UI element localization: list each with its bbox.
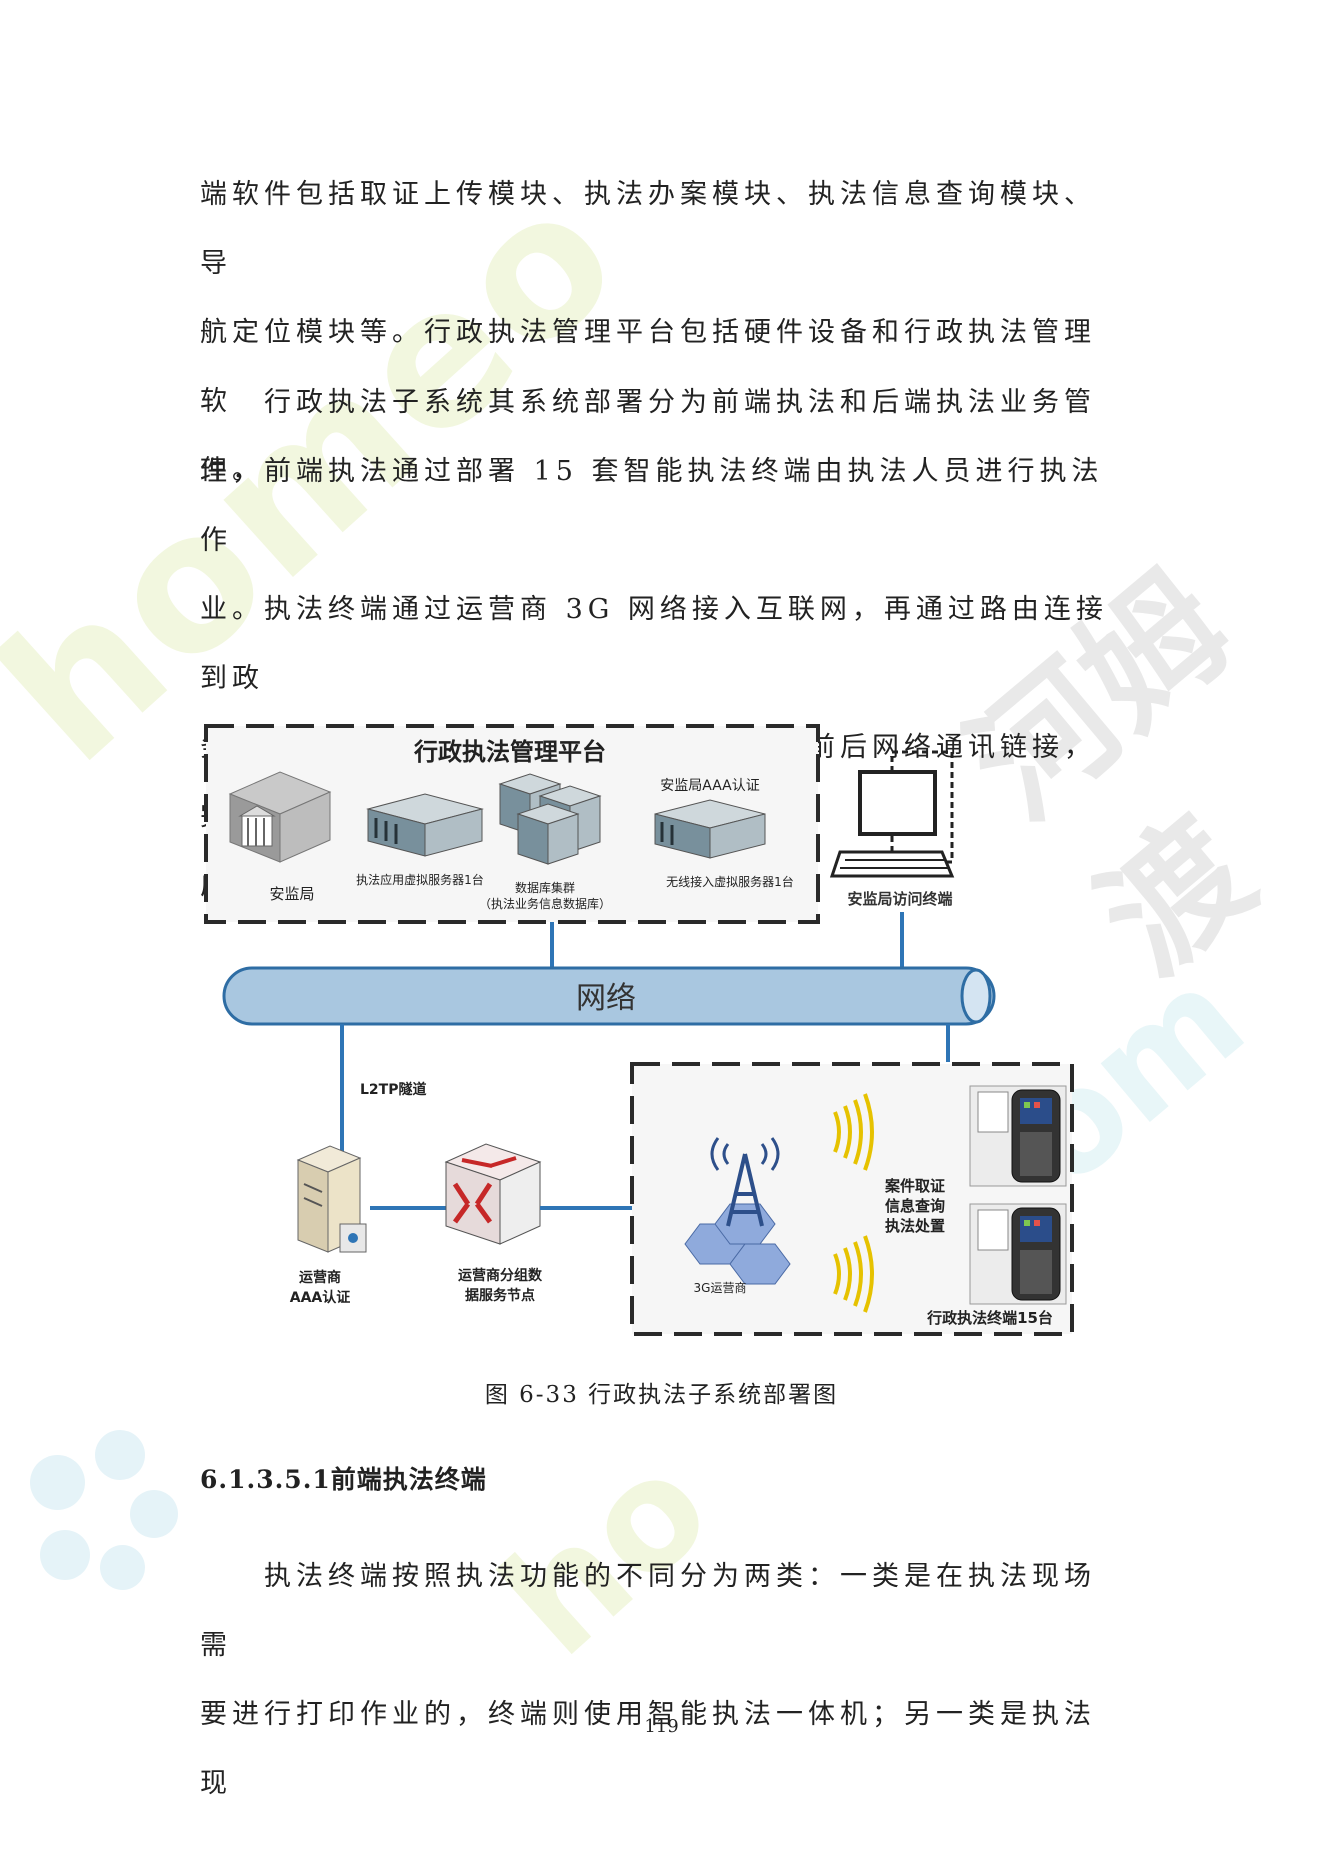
packet-node-label: 运营商分组数 xyxy=(458,1267,543,1284)
packet-node-sublabel: 据服务节点 xyxy=(465,1287,535,1304)
access-terminal-label: 安监局访问终端 xyxy=(847,890,952,908)
text-line: 执法终端按照执法功能的不同分为两类：一类是在执法现场需 xyxy=(200,1561,1096,1661)
anjianju-label: 安监局 xyxy=(269,885,314,903)
app-server-icon xyxy=(366,793,484,857)
carrier-aaa-server-icon xyxy=(296,1145,367,1253)
router-icon xyxy=(444,1143,542,1245)
network-label: 网络 xyxy=(576,981,636,1016)
aaa-cert-label: 安监局AAA认证 xyxy=(660,778,760,794)
wireless-server-icon xyxy=(654,799,766,859)
wireless-wave-top-icon xyxy=(833,1093,874,1171)
paragraph-1: 端软件包括取证上传模块、执法办案模块、执法信息查询模块、导 航定位模块等。行政执… xyxy=(200,160,1122,505)
building-icon xyxy=(228,771,332,863)
section-number: 6.1.3.5.1 xyxy=(200,1465,331,1494)
database-cluster-icon xyxy=(498,773,602,865)
db-cluster-sublabel: （执法业务信息数据库） xyxy=(479,896,611,911)
wireless-wave-bottom-icon xyxy=(833,1235,874,1313)
text-line: 件。 xyxy=(200,455,264,486)
network-pipe xyxy=(222,966,996,1026)
l2tp-label: L2TP隧道 xyxy=(360,1081,426,1098)
text-line: 端软件包括取证上传模块、执法办案模块、执法信息查询模块、导 xyxy=(200,179,1096,279)
cell-tower-icon xyxy=(684,1137,791,1285)
app-server-label: 执法应用虚拟服务器1台 xyxy=(356,872,484,887)
carrier-3g-label: 3G运营商 xyxy=(694,1280,747,1295)
carrier-aaa-sublabel: AAA认证 xyxy=(290,1289,351,1306)
platform-title: 行政执法管理平台 xyxy=(413,738,606,766)
enforcement-terminals-label: 行政执法终端15台 xyxy=(926,1309,1053,1327)
wireless-server-label: 无线接入虚拟服务器1台 xyxy=(666,874,794,889)
text-line: 理，前端执法通过部署 15 套智能执法终端由执法人员进行执法作 xyxy=(200,456,1104,556)
carrier-aaa-label: 运营商 xyxy=(299,1269,341,1286)
figure-caption: 图 6-33 行政执法子系统部署图 xyxy=(484,1382,839,1408)
function-label: 信息查询 xyxy=(885,1197,945,1215)
db-cluster-label: 数据库集群 xyxy=(515,880,575,895)
text-line: 航定位模块等。行政执法管理平台包括硬件设备和行政执法管理软 xyxy=(200,317,1096,417)
text-line: 要进行打印作业的，终端则使用智能执法一体机；另一类是执法现 xyxy=(200,1699,1096,1799)
function-label: 执法处置 xyxy=(885,1217,945,1235)
deployment-diagram: 行政执法管理平台 安监局 执法应用虚拟服务器1台 数据库集群 （执法业务信息数据… xyxy=(204,724,1074,1336)
text-line: 行政执法子系统其系统部署分为前端执法和后端执法业务管 xyxy=(200,387,1096,418)
page-number: 119 xyxy=(644,1716,679,1737)
handheld-terminal-bottom-icon xyxy=(969,1203,1067,1305)
function-label: 案件取证 xyxy=(884,1177,945,1195)
handheld-terminal-top-icon xyxy=(969,1085,1067,1187)
section-heading: 6.1.3.5.1前端执法终端 xyxy=(200,1460,487,1496)
paragraph-3: 执法终端按照执法功能的不同分为两类：一类是在执法现场需 要进行打印作业的，终端则… xyxy=(200,1542,1122,1818)
section-title: 前端执法终端 xyxy=(330,1465,487,1494)
text-line: 业。执法终端通过运营商 3G 网络接入互联网，再通过路由连接到政 xyxy=(200,594,1108,694)
computer-terminal-icon xyxy=(829,770,955,878)
